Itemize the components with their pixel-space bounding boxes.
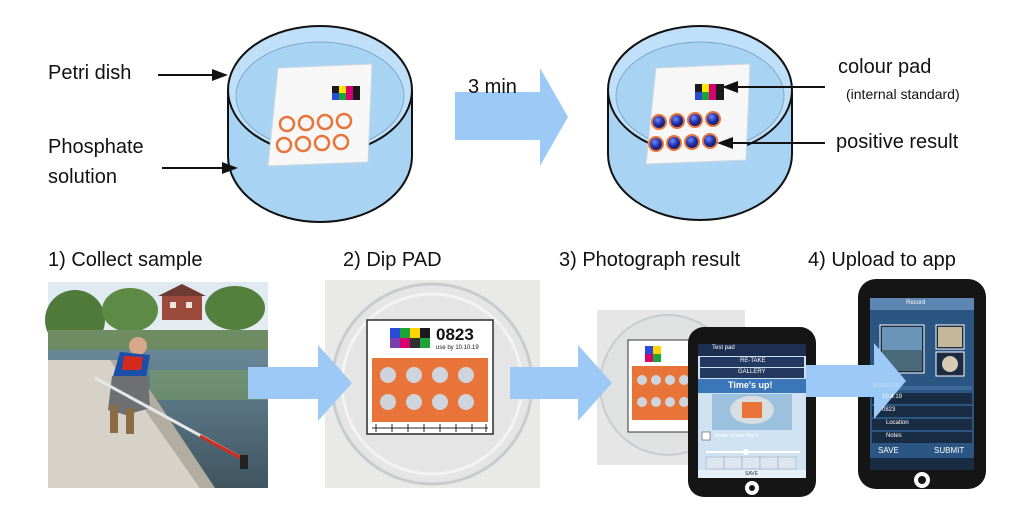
phone3-retake-button[interactable]: RE-TAKE [740,358,766,364]
step-3-label: 3) Photograph result [559,249,741,271]
phosphate-label-line1: Phosphate [48,136,144,158]
phone3-gallery-button[interactable]: GALLERY [738,369,766,375]
step-1-label: 1) Collect sample [48,249,203,271]
pad-test-spots [380,367,474,410]
phone4-pad-id-field[interactable]: 0823 [882,407,896,413]
phone4-save-button[interactable]: SAVE [878,446,899,455]
internal-standard-label: (internal standard) [846,86,960,102]
dip-pad-photo [325,280,540,488]
phone4-location-header: LOCATION [874,383,900,389]
phone4-header: Record [906,300,926,306]
pad-after [645,63,751,165]
flow-arrow-3 [806,343,906,419]
step-2-label: 2) Dip PAD [343,249,442,271]
phone4-submit-button[interactable]: SUBMIT [934,446,965,455]
phone4-location-field[interactable]: Location [886,420,909,426]
phone3-save-button[interactable]: SAVE [745,471,758,477]
orange-spots-before [275,112,353,154]
colour-pad-after [695,84,724,100]
phone-step4 [858,279,986,489]
time-arrow [455,68,568,166]
step-4-label: 4) Upload to app [808,249,956,271]
pad-use-by-label: use by 10.10.19 [436,345,479,351]
colour-pad-pointer [722,81,825,93]
phone3-times-up: Time's up! [728,380,773,390]
phone-step3 [688,327,816,497]
petri-dish-after [607,25,793,221]
collect-sample-photo [45,282,268,488]
pad-id-label: 0823 [436,325,474,344]
pad-colour-strip [390,328,430,348]
flow-arrow-1 [248,345,352,421]
phone3-shade-label: Shade of blue line 1 [714,433,759,439]
phosphate-label-line2: solution [48,166,117,188]
person-figure [94,337,248,469]
pad-ruler [372,424,488,432]
phone4-date-field[interactable]: 10.4.19 [882,394,903,400]
time-label: 3 min [468,76,517,98]
positive-result-pointer [717,137,825,149]
petri-dish-before [227,25,413,223]
phosphate-pointer [162,162,238,174]
colour-pad-before [332,86,360,100]
pad-before [267,63,373,167]
petri-dish-label: Petri dish [48,62,132,84]
petri-dish-pointer [158,69,228,81]
phone4-notes-field[interactable]: Notes [886,433,902,439]
blue-spots-after [648,111,721,152]
phone3-header: Test pad [712,345,735,351]
positive-result-label: positive result [836,131,959,153]
colour-pad-label: colour pad [838,56,932,78]
flow-arrow-2 [510,345,612,421]
